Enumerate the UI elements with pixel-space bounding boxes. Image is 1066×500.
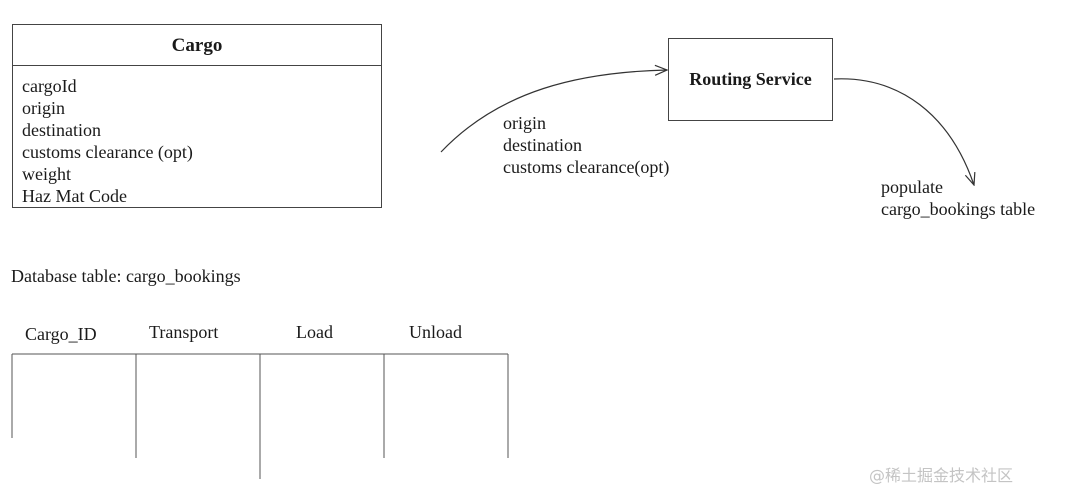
cargo-attr-weight: weight [22,164,71,184]
cargo-attr-id: cargoId [22,76,77,96]
cargo-attr-destination: destination [22,120,101,140]
routing-service-box: Routing Service [668,38,833,121]
result-note: populate cargo_bookings table [881,176,1035,220]
col-header-load: Load [296,322,333,342]
cargo-class-box: Cargo cargoId origin destination customs… [12,24,382,208]
cargo-attr-hazmat: Haz Mat Code [22,186,127,206]
col-header-cargo-id: Cargo_ID [25,324,97,344]
request-params-label: origin destination customs clearance(opt… [503,112,669,178]
response-arrow [833,78,974,185]
param-destination: destination [503,135,582,155]
cargo-attr-customs: customs clearance (opt) [22,142,193,162]
cargo-attr-origin: origin [22,98,65,118]
cargo-class-title: Cargo [13,25,381,66]
result-note-line-1: populate [881,177,943,197]
col-header-transport: Transport [149,322,219,342]
routing-service-title: Routing Service [689,69,812,89]
cargo-class-attributes: cargoId origin destination customs clear… [13,66,381,207]
result-note-line-2: cargo_bookings table [881,199,1036,219]
param-origin: origin [503,113,546,133]
col-header-unload: Unload [409,322,462,342]
param-customs: customs clearance(opt) [503,157,670,177]
db-table-label: Database table: cargo_bookings [11,266,241,286]
watermark: @稀土掘金技术社区 [869,466,1014,485]
